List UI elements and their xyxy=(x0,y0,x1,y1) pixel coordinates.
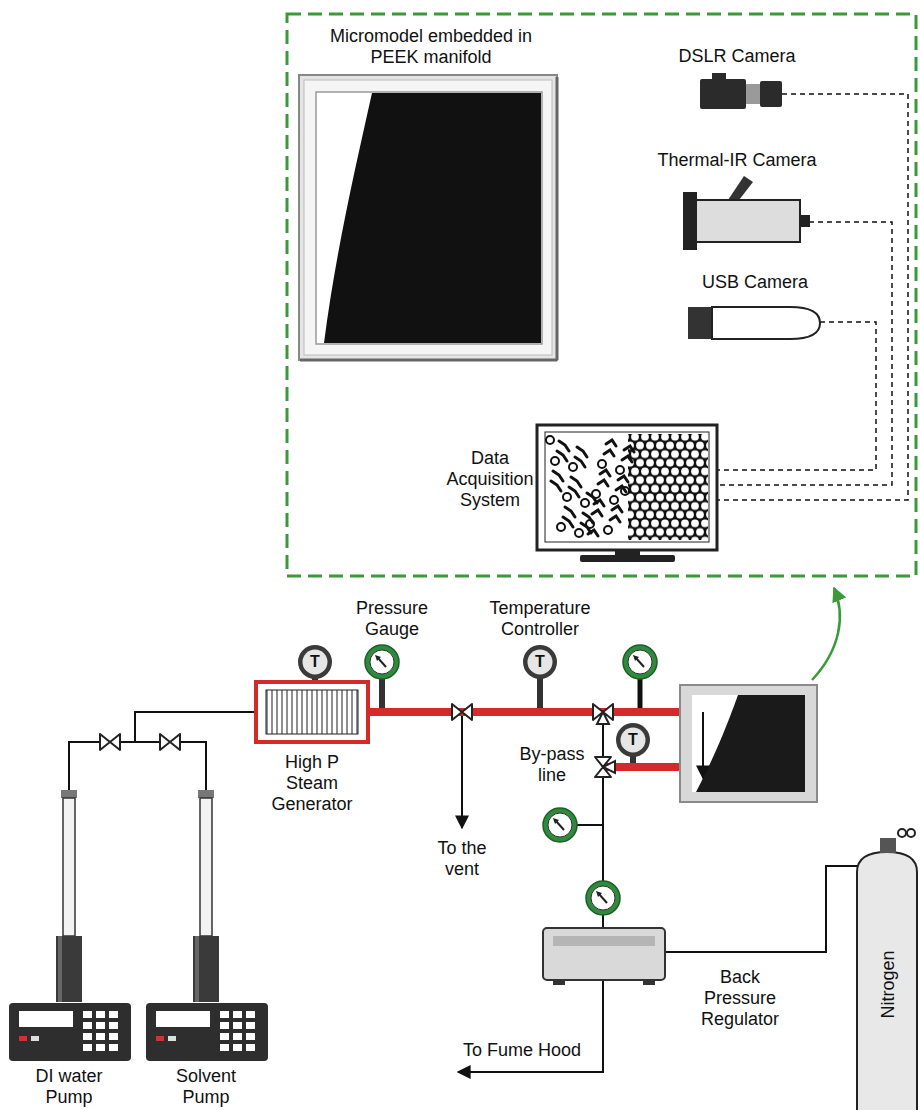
component-label: Data Acquisition System xyxy=(446,448,534,511)
signal-cable xyxy=(717,222,892,485)
micromodel-cell xyxy=(680,685,817,802)
flow-line xyxy=(135,712,254,790)
steam-generator: High P Steam Generator xyxy=(245,676,380,815)
temperature-controller: T Temperature Controller xyxy=(478,598,602,682)
syringe-pump: Solvent Pump xyxy=(140,785,275,1108)
syringe-pump: DI water Pump xyxy=(5,785,140,1108)
component-label: High P Steam Generator xyxy=(257,752,367,815)
signal-cable xyxy=(717,322,876,470)
usb-camera: USB Camera xyxy=(680,270,825,344)
flow-line xyxy=(665,866,858,952)
syringe-pump-shape xyxy=(5,785,140,1108)
back-pressure-regulator: Back Pressure Regulator xyxy=(540,925,790,1030)
flow-label: To the vent xyxy=(427,838,497,880)
micromodel-shape xyxy=(296,26,566,366)
component-label: Temperature Controller xyxy=(480,598,600,640)
component-label: DI water Pump xyxy=(19,1066,119,1108)
temperature-gauge: T xyxy=(296,643,334,681)
imaging-region xyxy=(287,14,916,576)
temperature-gauge: T xyxy=(614,721,652,759)
component-label: Pressure Gauge xyxy=(342,598,442,640)
micromodel: Micromodel embedded in PEEK manifold xyxy=(296,26,566,366)
flow-label: To Fume Hood xyxy=(452,1040,592,1061)
gauge-letter: T xyxy=(305,652,325,672)
component-label: DSLR Camera xyxy=(662,46,812,67)
flow-label: By-pass line xyxy=(514,744,590,786)
component-label: Back Pressure Regulator xyxy=(690,967,790,1030)
process-lines xyxy=(458,679,640,1072)
pressure-gauge: Pressure Gauge xyxy=(340,598,445,682)
component-label: Micromodel embedded in PEEK manifold xyxy=(306,26,556,68)
component-label: Solvent Pump xyxy=(156,1066,256,1108)
gauge-letter: T xyxy=(530,652,550,672)
flow-line xyxy=(69,712,254,790)
component-label: Thermal-IR Camera xyxy=(652,150,822,171)
zoom-arrow xyxy=(812,588,840,680)
syringe-pump-shape xyxy=(140,785,275,1108)
data-acquisition-monitor: Data Acquisition System xyxy=(445,420,720,565)
dslr-camera: DSLR Camera xyxy=(660,44,820,114)
gauge-letter: T xyxy=(623,730,643,750)
component-label: Nitrogen xyxy=(878,935,899,1035)
nitrogen-cylinder: Nitrogen xyxy=(850,826,920,1110)
component-label: USB Camera xyxy=(685,272,825,293)
thermal-camera: Thermal-IR Camera xyxy=(650,148,825,252)
